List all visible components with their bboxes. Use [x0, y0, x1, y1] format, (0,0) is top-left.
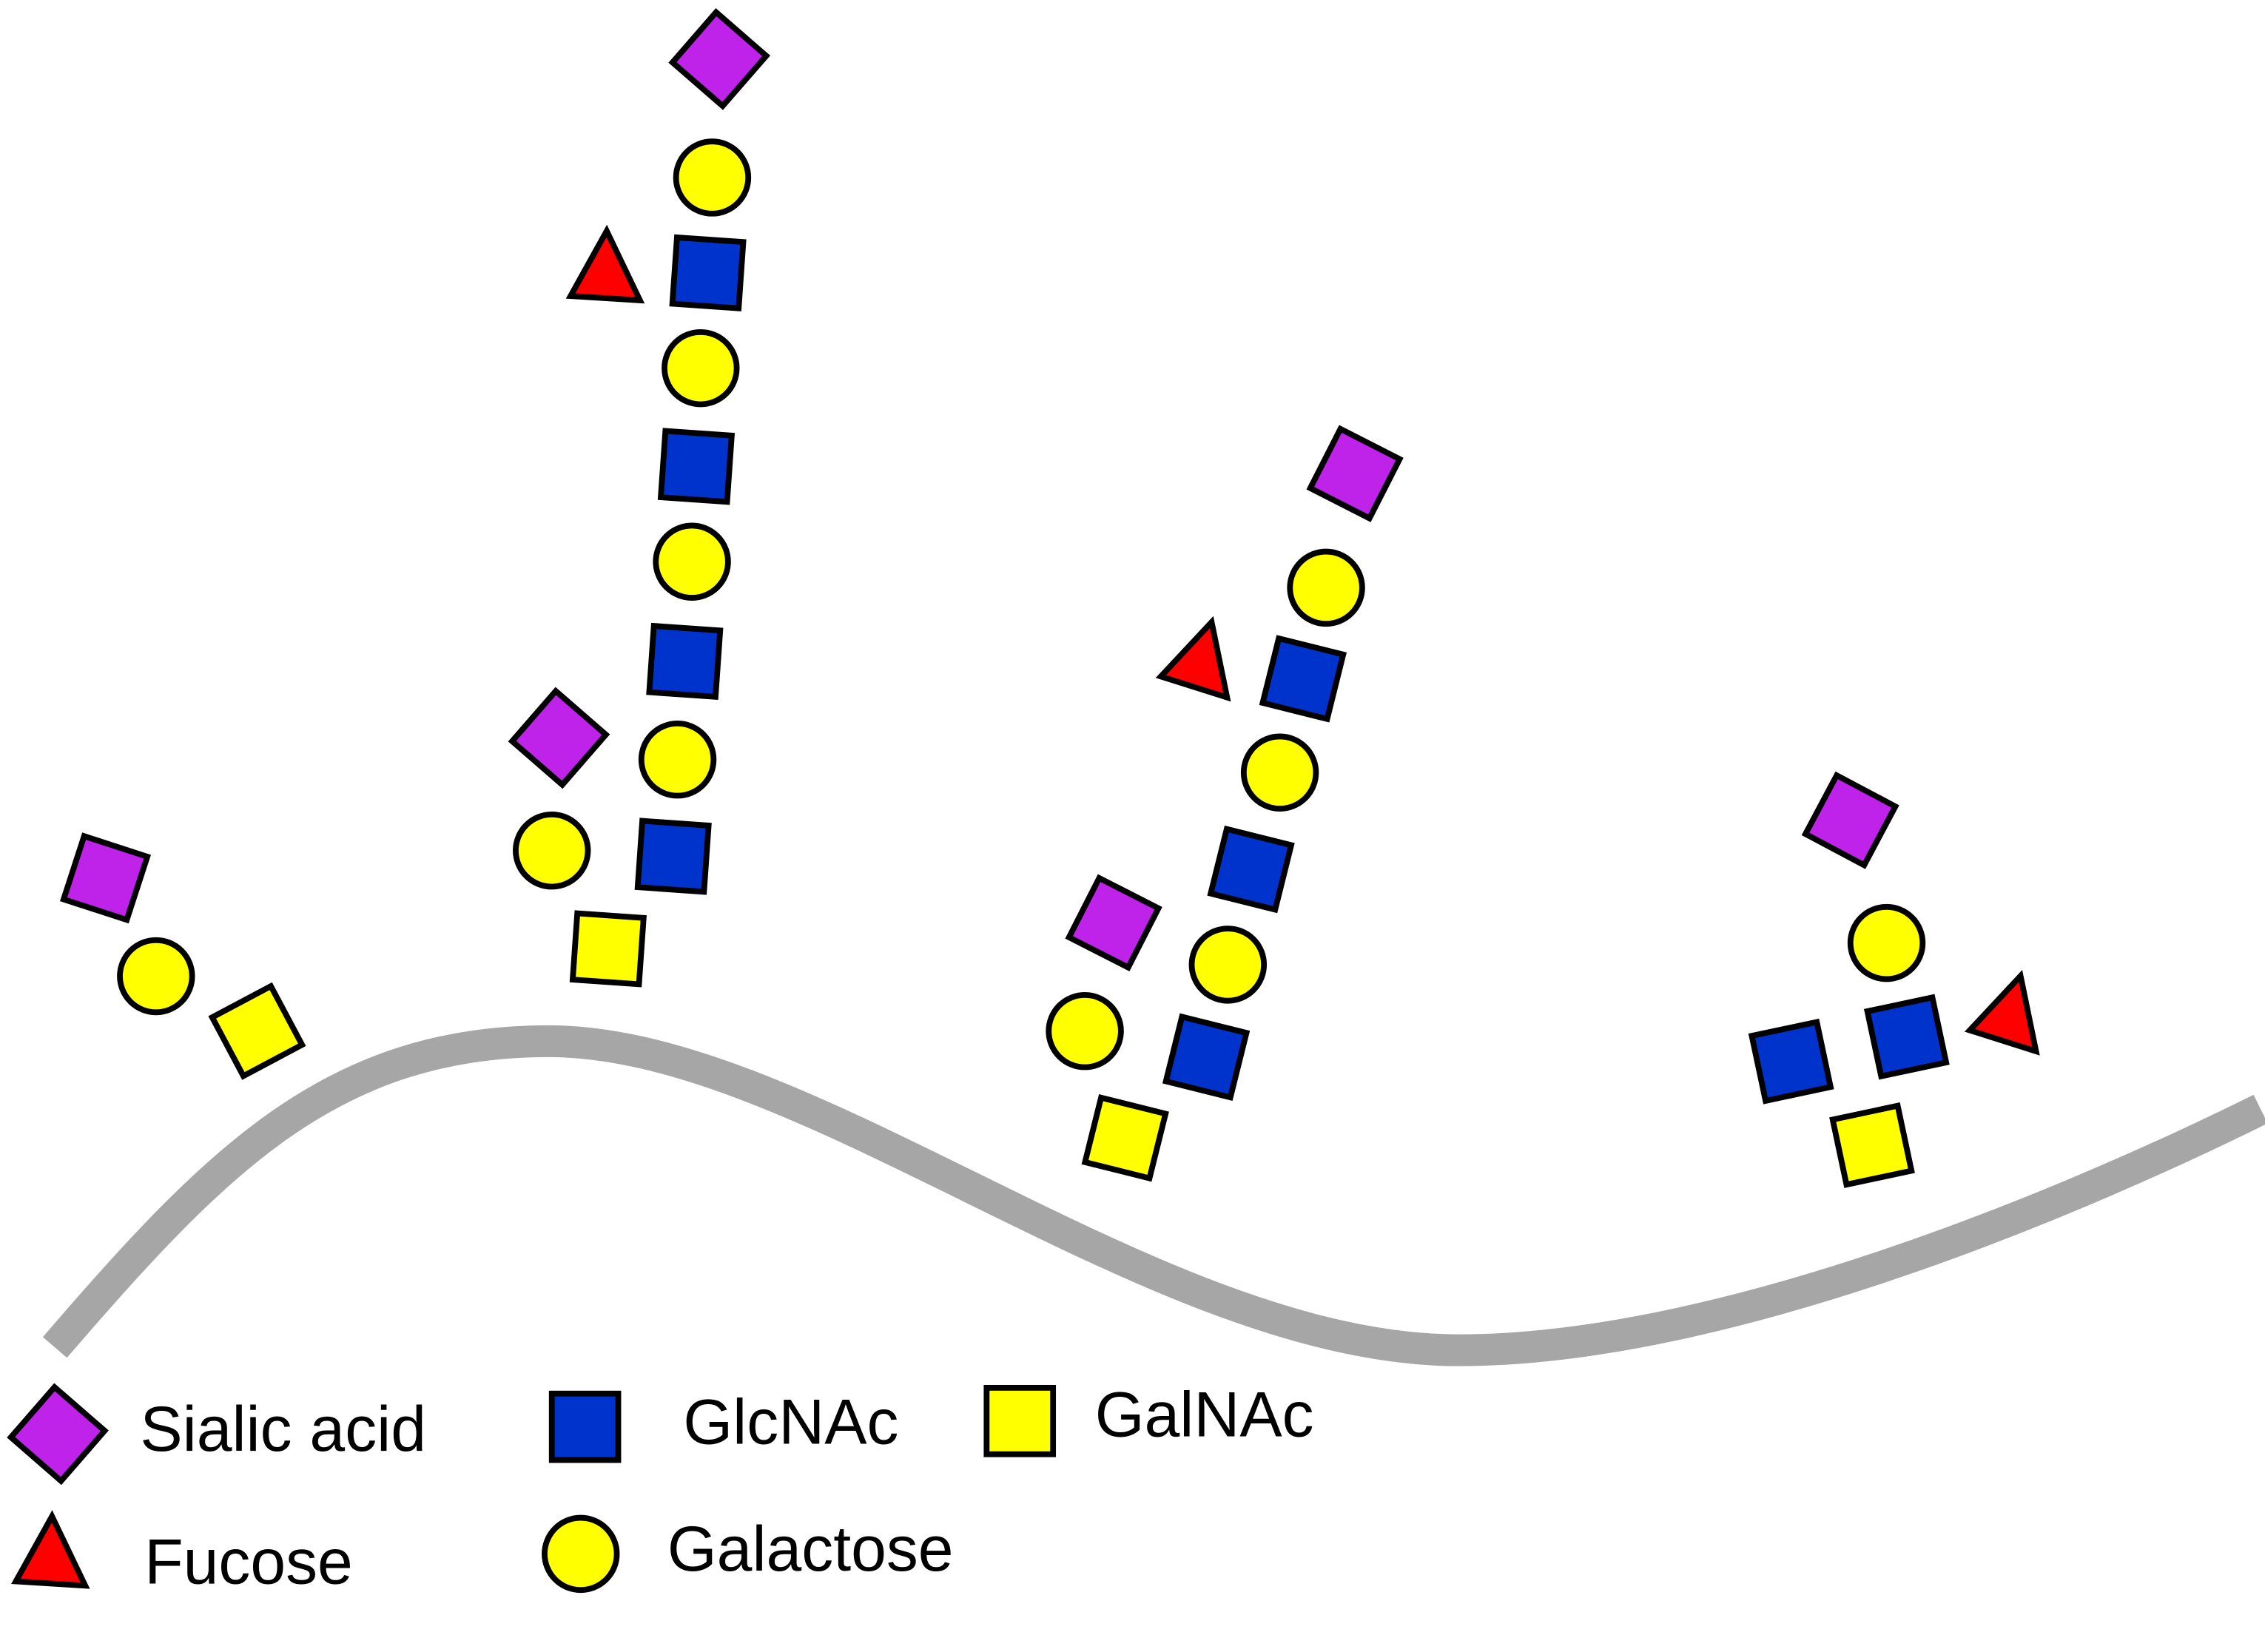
glcnac-square	[634, 817, 712, 895]
sialic-acid-diamond	[1306, 425, 1404, 522]
galactose-circle	[662, 328, 740, 408]
galactose-circle	[513, 811, 591, 890]
cell-membrane-curve	[42, 1025, 2265, 1366]
legend-label-fucose: Fucose	[144, 1527, 353, 1598]
glcnac-square	[646, 622, 724, 701]
galnac-square	[569, 910, 647, 988]
fucose-triangle	[565, 224, 645, 304]
sialic-acid-diamond	[668, 8, 771, 110]
sialic-acid-diamond	[1065, 874, 1162, 971]
legend-galactose-circle	[542, 1514, 620, 1594]
glcnac-square	[1259, 635, 1347, 723]
legend: Sialic acid Fucose GlcNAc Galactose GalN…	[140, 1380, 1313, 1598]
fucose-triangle	[1964, 970, 2040, 1056]
glcnac-square	[1207, 825, 1295, 914]
sialic-acid-diamond	[1801, 771, 1899, 869]
sialic-acid-diamond	[60, 832, 152, 924]
legend-label-sialic-acid: Sialic acid	[140, 1394, 426, 1465]
galactose-circle	[1188, 926, 1268, 1004]
galactose-circle	[1240, 733, 1319, 812]
legend-galnac-square	[983, 1384, 1057, 1457]
galactose-circle	[673, 138, 752, 217]
glcnac-square	[1162, 1013, 1251, 1102]
galnac-square	[1829, 1102, 1915, 1188]
legend-label-galactose: Galactose	[667, 1514, 954, 1585]
galactose-circle	[653, 522, 731, 601]
glcnac-square	[1748, 1018, 1834, 1105]
glcnac-square	[657, 428, 736, 505]
sialic-acid-diamond	[508, 687, 610, 789]
galnac-square	[1081, 1094, 1169, 1182]
legend-label-galnac: GalNAc	[1095, 1380, 1314, 1451]
galactose-circle	[638, 720, 717, 799]
glcnac-square	[1863, 994, 1950, 1080]
galactose-circle	[1046, 991, 1124, 1071]
glycan-shapes	[7, 8, 2040, 1594]
galnac-square	[208, 982, 306, 1080]
legend-label-glcnac: GlcNAc	[683, 1386, 898, 1457]
legend-sialic-acid-diamond	[7, 1383, 109, 1486]
fucose-triangle	[1155, 616, 1231, 702]
legend-glcnac-square	[548, 1390, 622, 1463]
galactose-circle	[1847, 903, 1926, 982]
glcnac-square	[669, 234, 747, 311]
galactose-circle	[117, 937, 195, 1016]
galactose-circle	[1287, 548, 1365, 627]
legend-fucose-triangle	[11, 1510, 90, 1589]
